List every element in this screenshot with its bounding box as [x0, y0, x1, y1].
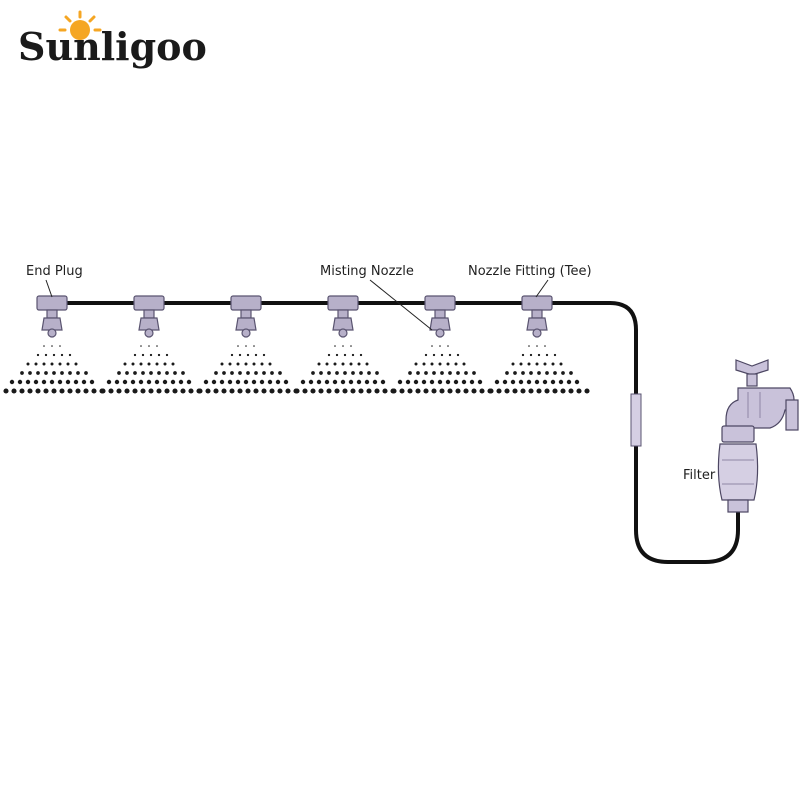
tee-fitting	[36, 295, 68, 311]
misting-nozzle	[332, 317, 354, 331]
brand-logo: Sunligoo	[18, 10, 207, 69]
misting-nozzle	[138, 317, 160, 331]
label-misting-nozzle: Misting Nozzle	[320, 264, 414, 279]
mist-spray	[294, 345, 396, 394]
misting-nozzle	[235, 317, 257, 331]
tee-fitting	[424, 295, 456, 311]
label-end-plug: End Plug	[26, 264, 83, 279]
nozzle-unit	[197, 295, 299, 394]
nozzle-unit	[100, 295, 202, 394]
nozzle-unit	[294, 295, 396, 394]
nozzle-unit	[488, 295, 590, 394]
pipe-connector	[630, 393, 642, 447]
misting-nozzle	[429, 317, 451, 331]
tee-fitting	[521, 295, 553, 311]
leader-nozzle-fitting	[535, 279, 549, 298]
mist-spray	[391, 345, 493, 394]
mist-spray	[488, 345, 590, 394]
tee-fitting	[327, 295, 359, 311]
label-filter: Filter	[683, 468, 716, 483]
leader-misting-nozzle	[369, 279, 433, 331]
tee-fitting	[230, 295, 262, 311]
mist-spray	[100, 345, 202, 394]
tee-fitting	[133, 295, 165, 311]
brand-name: Sunligoo	[18, 24, 207, 69]
leader-end-plug	[45, 279, 53, 298]
sun-icon	[58, 10, 102, 40]
end-plug-unit	[3, 295, 105, 394]
label-nozzle-fitting: Nozzle Fitting (Tee)	[468, 264, 592, 279]
filter	[717, 425, 759, 513]
misting-nozzle	[526, 317, 548, 331]
nozzle-unit	[391, 295, 493, 394]
mist-spray	[3, 345, 105, 394]
misting-nozzle	[41, 317, 63, 331]
main-pipe	[40, 301, 740, 564]
mist-spray	[197, 345, 299, 394]
